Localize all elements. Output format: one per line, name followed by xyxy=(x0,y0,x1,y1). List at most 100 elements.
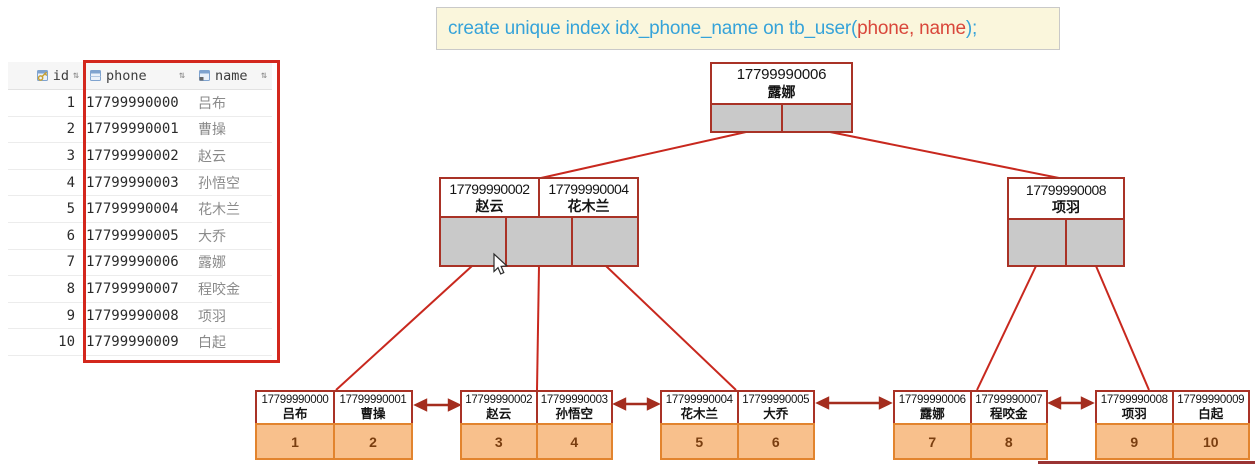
key-column-icon xyxy=(36,70,48,81)
table-row: 2 17799990001 曹操 xyxy=(8,117,272,144)
cell-id[interactable]: 5 xyxy=(66,201,75,218)
leaf-id-row: 5 6 xyxy=(660,423,815,460)
underline-bar xyxy=(1038,461,1255,464)
leaf-key-cell: 17799990009 白起 xyxy=(1171,390,1250,425)
cell-name[interactable]: 大乔 xyxy=(198,227,226,244)
table-row: 3 17799990002 赵云 xyxy=(8,143,272,170)
key-name: 白起 xyxy=(1198,407,1224,421)
cell-phone[interactable]: 17799990009 xyxy=(86,334,179,351)
table-column-icon xyxy=(90,70,101,81)
leaf-key-cell: 17799990001 曹操 xyxy=(333,390,413,425)
cell-name[interactable]: 露娜 xyxy=(198,254,226,271)
column-header-phone[interactable]: phone ⇅ xyxy=(83,62,190,89)
cell-id[interactable]: 4 xyxy=(66,174,75,191)
key-phone: 17799990008 xyxy=(1025,182,1107,198)
key-name: 花木兰 xyxy=(680,407,718,421)
internal-key-row: 17799990008 项羽 xyxy=(1007,177,1125,220)
cell-name[interactable]: 孙悟空 xyxy=(198,174,240,191)
btree-internal-node-left: 17799990002 赵云 17799990004 花木兰 xyxy=(439,177,639,267)
cell-name[interactable]: 花木兰 xyxy=(198,201,240,218)
cell-name[interactable]: 曹操 xyxy=(198,121,226,138)
table-row: 1 17799990000 吕布 xyxy=(8,90,272,117)
table-row: 4 17799990003 孙悟空 xyxy=(8,170,272,197)
leaf-id-cell: 9 xyxy=(1095,423,1174,460)
leaf-id-cell: 6 xyxy=(736,423,815,460)
key-phone: 17799990004 xyxy=(665,394,733,406)
btree-leaf-node-3: 17799990004 花木兰 17799990005 大乔 5 6 xyxy=(660,390,815,460)
sort-arrows-icon: ⇅ xyxy=(72,70,79,81)
table-row: 5 17799990004 花木兰 xyxy=(8,196,272,223)
cell-id[interactable]: 6 xyxy=(66,227,75,244)
leaf-id-cell: 1 xyxy=(255,423,335,460)
btree-leaf-node-2: 17799990002 赵云 17799990003 孙悟空 3 4 xyxy=(460,390,613,460)
cell-phone[interactable]: 17799990006 xyxy=(86,254,179,271)
cell-id[interactable]: 2 xyxy=(66,121,75,138)
sql-columns-text: phone, name xyxy=(857,17,966,39)
pointer-cell xyxy=(505,216,573,267)
key-phone: 17799990006 xyxy=(736,66,827,83)
table-row: 9 17799990008 项羽 xyxy=(8,303,272,330)
cell-id[interactable]: 1 xyxy=(66,94,75,111)
sql-close-text: ); xyxy=(965,17,978,39)
key-name: 露娜 xyxy=(767,84,796,100)
key-name: 赵云 xyxy=(475,198,504,214)
cell-phone[interactable]: 17799990007 xyxy=(86,280,179,297)
pointer-cell xyxy=(1065,218,1125,267)
leaf-id-cell: 3 xyxy=(460,423,538,460)
index-key-cell: 17799990008 项羽 xyxy=(1007,177,1125,220)
key-name: 赵云 xyxy=(486,407,512,421)
btree-internal-node-right: 17799990008 项羽 xyxy=(1007,177,1125,267)
leaf-key-cell: 17799990005 大乔 xyxy=(736,390,815,425)
table-header-row: id ⇅ phone ⇅ name ⇅ xyxy=(8,62,272,90)
key-name: 大乔 xyxy=(763,407,789,421)
btree-leaf-node-5: 17799990008 项羽 17799990009 白起 9 10 xyxy=(1095,390,1250,460)
cell-id[interactable]: 7 xyxy=(66,254,75,271)
sort-arrows-icon: ⇅ xyxy=(178,70,185,81)
key-phone: 17799990007 xyxy=(975,394,1043,406)
cell-name[interactable]: 程咬金 xyxy=(198,280,240,297)
cell-phone[interactable]: 17799990008 xyxy=(86,307,179,324)
key-name: 露娜 xyxy=(919,407,945,421)
pointer-cell xyxy=(571,216,639,267)
cell-phone[interactable]: 17799990001 xyxy=(86,121,179,138)
table-row: 8 17799990007 程咬金 xyxy=(8,276,272,303)
pointer-cell xyxy=(1007,218,1067,267)
cell-name[interactable]: 白起 xyxy=(198,334,226,351)
key-name: 曹操 xyxy=(360,407,386,421)
cell-phone[interactable]: 17799990004 xyxy=(86,201,179,218)
key-name: 花木兰 xyxy=(567,198,610,214)
sort-arrows-icon: ⇅ xyxy=(260,70,267,81)
leaf-key-cell: 17799990006 露娜 xyxy=(893,390,972,425)
key-name: 项羽 xyxy=(1121,407,1147,421)
cell-phone[interactable]: 17799990002 xyxy=(86,147,179,164)
btree-root-node: 17799990006 露娜 xyxy=(710,62,853,133)
column-header-id[interactable]: id ⇅ xyxy=(8,62,83,89)
leaf-key-row: 17799990004 花木兰 17799990005 大乔 xyxy=(660,390,815,425)
key-phone: 17799990006 xyxy=(898,394,966,406)
cell-id[interactable]: 10 xyxy=(58,334,75,351)
leaf-key-row: 17799990008 项羽 17799990009 白起 xyxy=(1095,390,1250,425)
key-phone: 17799990002 xyxy=(449,181,530,197)
leaf-id-cell: 5 xyxy=(660,423,739,460)
leaf-key-cell: 17799990003 孙悟空 xyxy=(535,390,613,425)
cell-id[interactable]: 9 xyxy=(66,307,75,324)
leaf-key-cell: 17799990007 程咬金 xyxy=(969,390,1048,425)
leaf-id-row: 3 4 xyxy=(460,423,613,460)
table-column-icon xyxy=(199,70,210,81)
key-phone: 17799990002 xyxy=(465,394,533,406)
leaf-key-row: 17799990000 吕布 17799990001 曹操 xyxy=(255,390,413,425)
cell-phone[interactable]: 17799990000 xyxy=(86,94,179,111)
cell-id[interactable]: 8 xyxy=(66,280,75,297)
column-header-name[interactable]: name ⇅ xyxy=(190,62,272,89)
cell-name[interactable]: 赵云 xyxy=(198,147,226,164)
internal-pointer-row xyxy=(439,216,639,267)
key-name: 程咬金 xyxy=(989,407,1028,421)
cell-phone[interactable]: 17799990003 xyxy=(86,174,179,191)
key-phone: 17799990009 xyxy=(1177,394,1245,406)
cell-name[interactable]: 项羽 xyxy=(198,307,226,324)
key-phone: 17799990000 xyxy=(261,394,329,406)
cell-id[interactable]: 3 xyxy=(66,147,75,164)
cell-phone[interactable]: 17799990005 xyxy=(86,227,179,244)
cell-name[interactable]: 吕布 xyxy=(198,94,226,111)
